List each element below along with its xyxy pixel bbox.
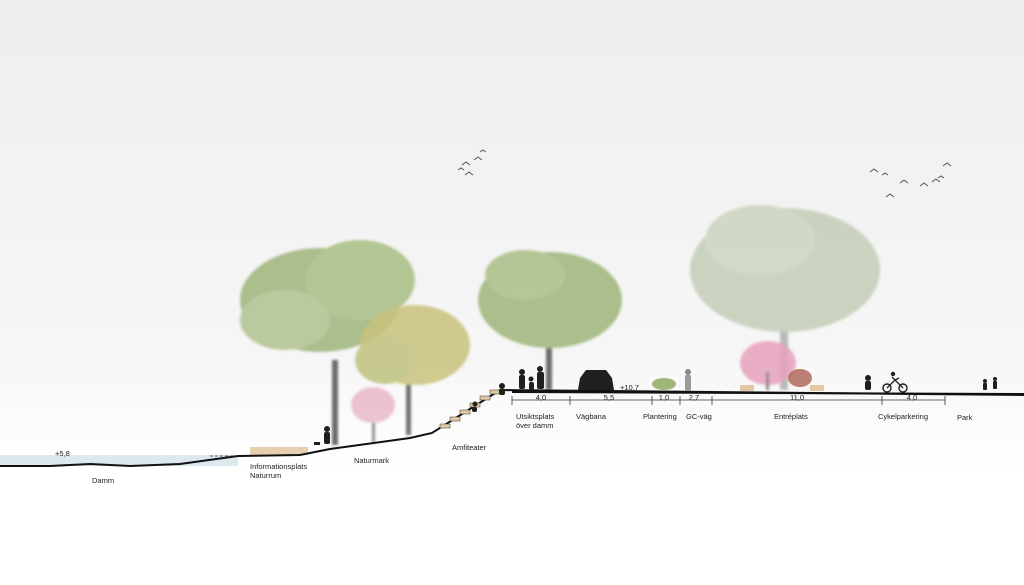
dim-vagbana: 5,5 xyxy=(603,393,615,402)
label-cykelparkering: Cykelparkering xyxy=(878,412,929,421)
birds xyxy=(457,149,952,198)
label-plantering: Plantering xyxy=(643,412,677,421)
tree-pink-small xyxy=(351,387,395,443)
dim-entreplats: 11,0 xyxy=(789,393,805,402)
label-utsikt-line1: Utsiktsplats xyxy=(516,412,555,421)
planting-shrub xyxy=(652,378,676,390)
tree-pink-right xyxy=(740,341,796,390)
label-entreplats: Entréplats xyxy=(774,412,808,421)
people-silhouettes xyxy=(314,366,997,445)
label-utsikt-line2: över damm xyxy=(516,421,554,430)
label-info-line1: Informationsplats xyxy=(250,462,308,471)
label-amfiteater: Amfiteater xyxy=(452,443,487,452)
info-deck xyxy=(250,447,308,455)
label-info-line2: Naturrum xyxy=(250,471,282,480)
dim-utsikt: 4,0 xyxy=(535,393,547,402)
label-damm: Damm xyxy=(92,476,115,485)
tree-large-left xyxy=(240,240,415,445)
dim-plantering: 1,0 xyxy=(658,393,670,402)
tree-yellow xyxy=(355,305,470,435)
entre-bench-left xyxy=(740,385,754,391)
dim-cykel: 4,0 xyxy=(906,393,918,402)
elevation-water: +5,8 xyxy=(55,449,70,458)
street-surface xyxy=(511,391,1024,395)
ground-below xyxy=(0,470,1024,585)
dim-gc-vag: 2,7 xyxy=(688,393,700,402)
label-park: Park xyxy=(957,413,973,422)
tree-middle xyxy=(478,250,622,390)
label-vagbana: Vägbana xyxy=(576,412,607,421)
entre-bench-right xyxy=(810,385,824,391)
label-gc-vag: GC-väg xyxy=(686,412,712,421)
label-naturmark: Naturmark xyxy=(354,456,390,465)
shrub-red xyxy=(788,369,812,387)
elevation-street: +10,7 xyxy=(620,383,639,392)
dimension-line xyxy=(511,396,946,405)
